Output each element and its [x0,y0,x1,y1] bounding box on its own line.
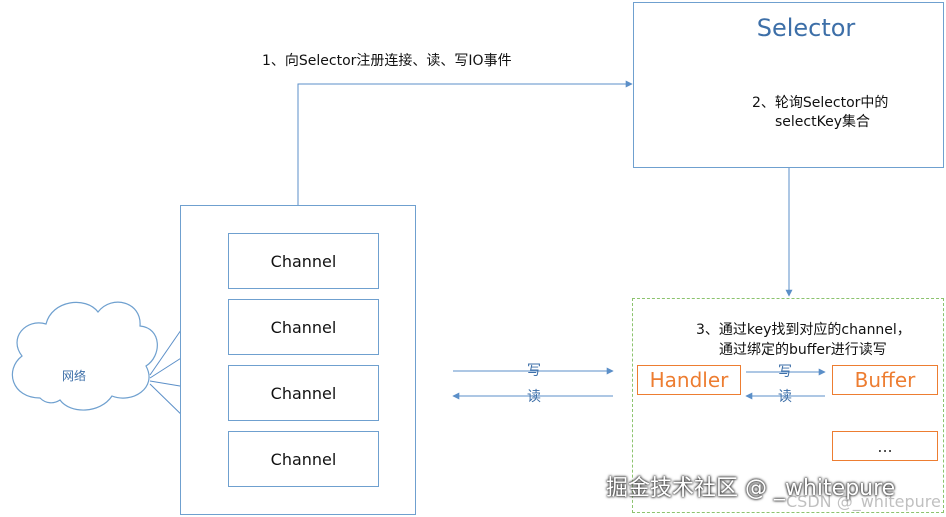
csdn-watermark: CSDN @_whitepure [786,492,941,511]
network-cloud [11,301,158,411]
juejin-watermark: 掘金技术社区 @ _whitepure [606,476,896,501]
channel-3[interactable]: Channel [228,365,379,421]
handler-note-line1: 3、通过key找到对应的channel， [696,322,911,338]
channel-4[interactable]: Channel [228,431,379,487]
handler-read-label: 读 [778,389,792,405]
handler-box[interactable]: Handler [637,365,741,395]
handler-area [632,298,944,513]
buffer-more-box: ... [832,431,938,461]
register-label: 1、向Selector注册连接、读、写IO事件 [262,53,512,69]
io-read-label: 读 [527,389,541,405]
network-label: 网络 [62,369,87,383]
buffer-box[interactable]: Buffer [832,365,938,395]
channel-2[interactable]: Channel [228,299,379,355]
poll-text-line2: selectKey集合 [775,114,870,130]
channel-1[interactable]: Channel [228,233,379,289]
register-arrow [297,80,633,205]
poll-text-line1: 2、轮询Selector中的 [752,95,889,111]
selector-box [633,2,944,168]
io-write-label: 写 [527,363,541,379]
selector-title: Selector [756,14,856,42]
handler-note-line2: 通过绑定的buffer进行读写 [719,342,887,358]
handler-write-label: 写 [778,364,792,380]
